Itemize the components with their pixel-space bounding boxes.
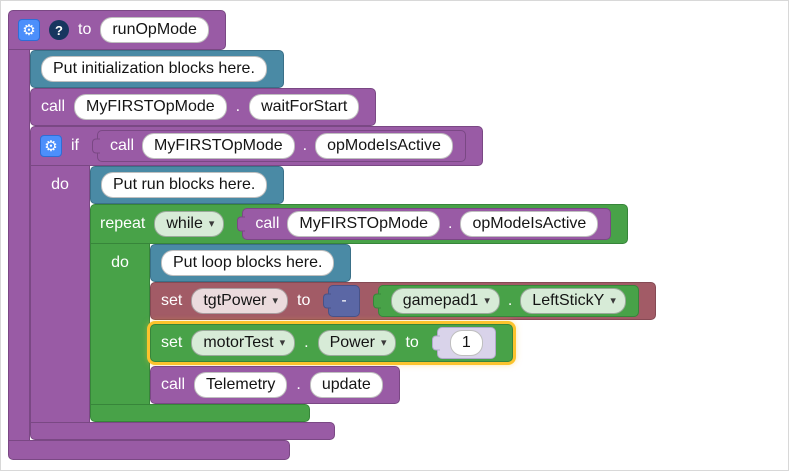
- call-target-field[interactable]: Telemetry: [194, 372, 288, 398]
- call-method-field[interactable]: waitForStart: [249, 94, 360, 120]
- motor-property-dropdown[interactable]: Power ▾: [317, 330, 397, 356]
- to-label: to: [297, 292, 311, 309]
- procedure-name-field[interactable]: runOpMode: [100, 17, 209, 43]
- variable-name: tgtPower: [203, 292, 267, 309]
- if-block[interactable]: ⚙ if call MyFIRSTOpMode . opModeIsActive…: [30, 126, 656, 440]
- set-variable-block-tgtpower[interactable]: set tgtPower ▾ to -: [150, 282, 656, 320]
- motor-property-value: Power: [329, 334, 375, 351]
- dot-label: .: [302, 137, 308, 154]
- dot-label: .: [448, 215, 453, 232]
- procedure-footer[interactable]: [8, 440, 290, 460]
- call-target-field[interactable]: MyFIRSTOpMode: [142, 133, 295, 159]
- call-method-field[interactable]: opModeIsActive: [460, 211, 599, 237]
- do-label: do: [111, 254, 129, 271]
- repeat-mode-dropdown[interactable]: while ▾: [154, 211, 225, 237]
- call-target-field[interactable]: MyFIRSTOpMode: [287, 211, 441, 237]
- repeat-footer[interactable]: [90, 404, 310, 422]
- procedure-header[interactable]: ⚙ ? to runOpMode: [8, 10, 226, 50]
- variable-dropdown[interactable]: tgtPower ▾: [191, 288, 289, 314]
- mutator-gear-icon[interactable]: ⚙: [18, 19, 40, 41]
- repeat-while-block[interactable]: repeat while ▾ call MyFIRSTOpMode .: [90, 204, 656, 422]
- call-method-field[interactable]: update: [309, 372, 383, 398]
- chevron-down-icon: ▾: [610, 294, 616, 307]
- repeat-do-spine[interactable]: do: [90, 244, 150, 404]
- call-block-waitforstart[interactable]: call MyFIRSTOpMode . waitForStart: [30, 88, 377, 126]
- if-label: if: [71, 137, 79, 154]
- gamepad-device-dropdown[interactable]: gamepad1 ▾: [390, 288, 500, 314]
- dot-label: .: [304, 334, 309, 351]
- call-block-opmodeisactive-condition[interactable]: call MyFIRSTOpMode . opModeIsActive: [242, 208, 612, 240]
- comment-text-field[interactable]: Put run blocks here.: [101, 172, 268, 198]
- set-label: set: [161, 334, 183, 351]
- repeat-header[interactable]: repeat while ▾ call MyFIRSTOpMode .: [90, 204, 629, 244]
- chevron-down-icon: ▾: [272, 294, 279, 307]
- if-body: do Put run blocks here. repeat: [30, 166, 656, 422]
- chevron-down-icon: ▾: [484, 294, 490, 307]
- chevron-down-icon: ▾: [279, 336, 286, 349]
- set-motor-power-block[interactable]: set motorTest ▾ . Power: [150, 324, 513, 362]
- repeat-children: Put loop blocks here. set tgtPower ▾: [150, 244, 656, 404]
- chevron-down-icon: ▾: [380, 336, 387, 349]
- comment-block-loop[interactable]: Put loop blocks here.: [150, 244, 352, 282]
- if-do-spine[interactable]: do: [30, 166, 90, 422]
- if-children: Put run blocks here. repeat while ▾: [90, 166, 656, 422]
- gamepad-property-value: LeftStickY: [532, 292, 605, 309]
- minus-operator-label: -: [341, 292, 347, 309]
- set-label: set: [161, 292, 183, 309]
- gamepad-property-dropdown[interactable]: LeftStickY ▾: [520, 288, 626, 314]
- procedure-to-label: to: [78, 21, 92, 38]
- repeat-mode-value: while: [166, 215, 203, 232]
- call-block-opmodeisactive-condition[interactable]: call MyFIRSTOpMode . opModeIsActive: [97, 130, 466, 162]
- procedure-spine[interactable]: [8, 50, 30, 440]
- call-label: call: [161, 376, 186, 393]
- number-value-field[interactable]: 1: [449, 330, 483, 356]
- if-header[interactable]: ⚙ if call MyFIRSTOpMode . opModeIsActive: [30, 126, 483, 166]
- dot-label: .: [507, 292, 513, 309]
- motor-device-dropdown[interactable]: motorTest ▾: [191, 330, 296, 356]
- block-program: ⚙ ? to runOpMode Put initialization bloc…: [8, 10, 656, 460]
- if-footer[interactable]: [30, 422, 335, 440]
- call-target-field[interactable]: MyFIRSTOpMode: [74, 94, 227, 120]
- call-block-telemetry-update[interactable]: call Telemetry . update: [150, 366, 400, 404]
- comment-block-run[interactable]: Put run blocks here.: [90, 166, 285, 204]
- dot-label: .: [235, 98, 241, 115]
- negate-block[interactable]: -: [328, 285, 360, 317]
- gamepad-property-block[interactable]: gamepad1 ▾ . LeftStickY ▾: [377, 285, 639, 317]
- procedure-block-runopmode[interactable]: ⚙ ? to runOpMode Put initialization bloc…: [8, 10, 656, 460]
- dot-label: .: [296, 376, 301, 393]
- repeat-body: do Put loop blocks here.: [90, 244, 656, 404]
- repeat-label: repeat: [100, 215, 146, 232]
- call-label: call: [255, 215, 280, 232]
- comment-text-field[interactable]: Put initialization blocks here.: [41, 56, 267, 82]
- procedure-children: Put initialization blocks here. call MyF…: [30, 50, 656, 440]
- call-label: call: [110, 137, 135, 154]
- comment-text-field[interactable]: Put loop blocks here.: [161, 250, 335, 276]
- chevron-down-icon: ▾: [208, 217, 215, 230]
- procedure-body: Put initialization blocks here. call MyF…: [8, 50, 656, 440]
- gamepad-device-value: gamepad1: [402, 292, 479, 309]
- call-method-field[interactable]: opModeIsActive: [315, 133, 453, 159]
- motor-device-value: motorTest: [203, 334, 274, 351]
- number-shadow-block[interactable]: 1: [436, 327, 496, 359]
- comment-block-initialization[interactable]: Put initialization blocks here.: [30, 50, 284, 88]
- call-label: call: [41, 98, 66, 115]
- do-label: do: [51, 176, 69, 193]
- help-icon[interactable]: ?: [49, 20, 69, 40]
- to-label: to: [405, 334, 419, 351]
- mutator-gear-icon[interactable]: ⚙: [40, 135, 62, 157]
